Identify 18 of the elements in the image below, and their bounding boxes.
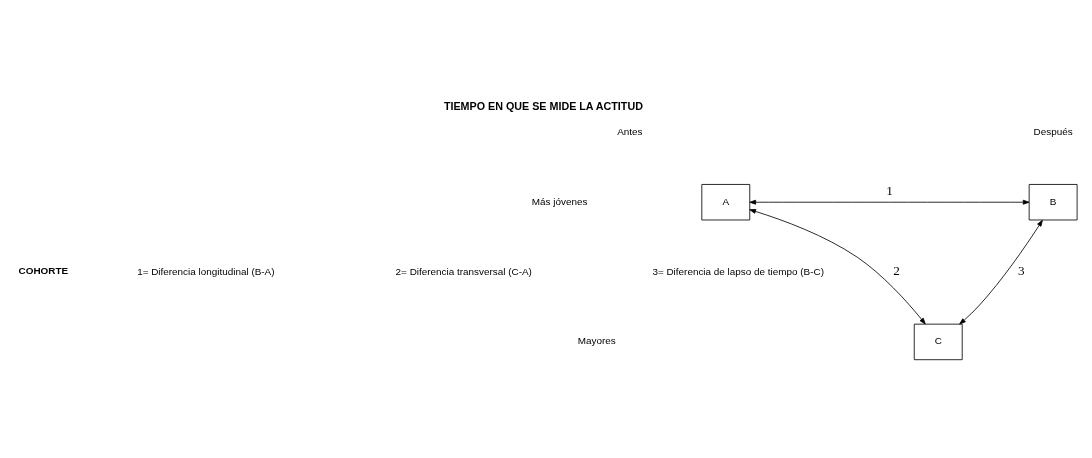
edge-label: 2 [893,262,900,278]
label: COHORTE [18,264,69,276]
label: Más jóvenes [531,195,588,207]
label: 2= Diferencia transversal (C-A) [395,265,532,277]
node-box: B [1028,183,1078,220]
label: Después [1033,125,1073,137]
arrow [749,208,926,324]
diagram-title: TIEMPO EN QUE SE MIDE LA ACTITUD [443,99,643,112]
edge-label: 1 [886,182,893,198]
label: Antes [617,125,643,137]
label: 3= Diferencia de lapso de tiempo (B-C) [652,265,824,277]
label: 1= Diferencia longitudinal (B-A) [137,265,275,277]
arrow [959,219,1043,324]
arrow [749,199,1030,205]
node-box: A [701,183,751,220]
edge-label: 3 [1018,262,1025,278]
label: Mayores [577,334,616,346]
node-box: C [913,323,963,360]
